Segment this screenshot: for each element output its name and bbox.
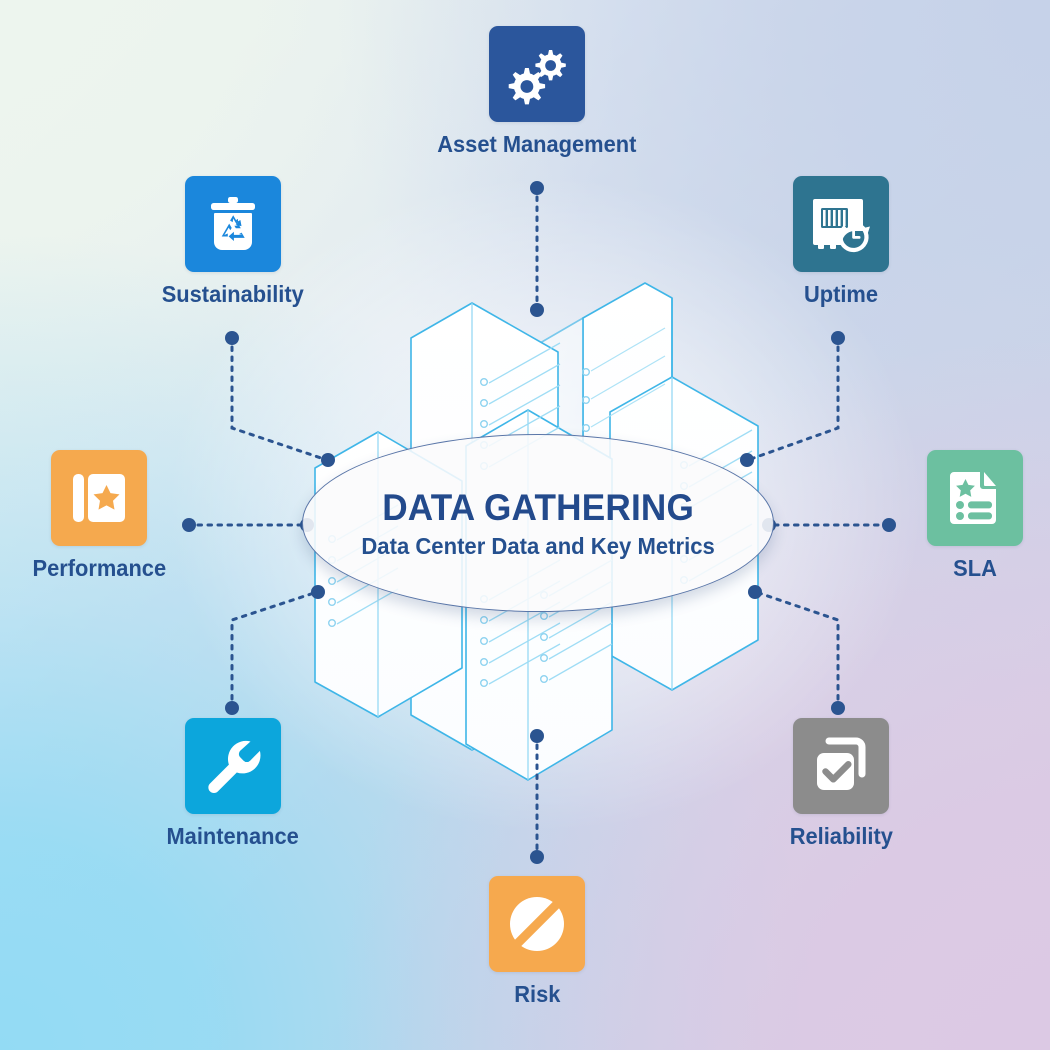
hub-subtitle: Data Center Data and Key Metrics bbox=[361, 532, 715, 559]
recycle-bin-icon bbox=[211, 197, 255, 250]
node-sla[interactable]: SLA bbox=[876, 450, 1050, 580]
reliability-tile[interactable] bbox=[793, 718, 889, 814]
document-star-list-icon bbox=[950, 472, 996, 524]
node-reliability[interactable]: Reliability bbox=[741, 718, 941, 848]
maintenance-tile[interactable] bbox=[185, 718, 281, 814]
performance-tile[interactable] bbox=[51, 450, 147, 546]
prohibited-circle-icon bbox=[510, 897, 564, 951]
node-risk[interactable]: Risk bbox=[437, 876, 637, 1006]
asset-management-label: Asset Management bbox=[437, 131, 637, 157]
risk-tile[interactable] bbox=[489, 876, 585, 972]
clock-arrow bbox=[838, 221, 870, 253]
wrench-icon bbox=[208, 740, 261, 794]
sla-label: SLA bbox=[953, 555, 997, 581]
asset-management-tile[interactable] bbox=[489, 26, 585, 122]
node-maintenance[interactable]: Maintenance bbox=[133, 718, 333, 848]
risk-label: Risk bbox=[513, 981, 561, 1007]
performance-label: Performance bbox=[32, 555, 166, 581]
connector-uptime bbox=[746, 335, 840, 462]
node-uptime[interactable]: Uptime bbox=[741, 176, 941, 306]
hub-title: DATA GATHERING bbox=[382, 486, 694, 528]
node-sustainability[interactable]: Sustainability bbox=[133, 176, 333, 306]
sla-tile[interactable] bbox=[927, 450, 1023, 546]
checked-copies-icon bbox=[817, 737, 866, 790]
server-clock-icon bbox=[813, 199, 870, 253]
reliability-label: Reliability bbox=[789, 823, 893, 849]
uptime-tile[interactable] bbox=[793, 176, 889, 272]
sustainability-label: Sustainability bbox=[161, 281, 305, 307]
connector-reliability bbox=[754, 590, 840, 711]
node-asset-management[interactable]: Asset Management bbox=[437, 26, 637, 156]
connector-sustainability bbox=[230, 335, 329, 462]
node-performance[interactable]: Performance bbox=[0, 450, 198, 580]
central-hub: DATA GATHERING Data Center Data and Key … bbox=[302, 434, 774, 612]
sustainability-tile[interactable] bbox=[185, 176, 281, 272]
maintenance-label: Maintenance bbox=[166, 823, 300, 849]
book-star-icon bbox=[73, 474, 125, 522]
gears-icon bbox=[508, 50, 566, 105]
uptime-label: Uptime bbox=[803, 281, 879, 307]
connector-maintenance bbox=[230, 590, 319, 711]
